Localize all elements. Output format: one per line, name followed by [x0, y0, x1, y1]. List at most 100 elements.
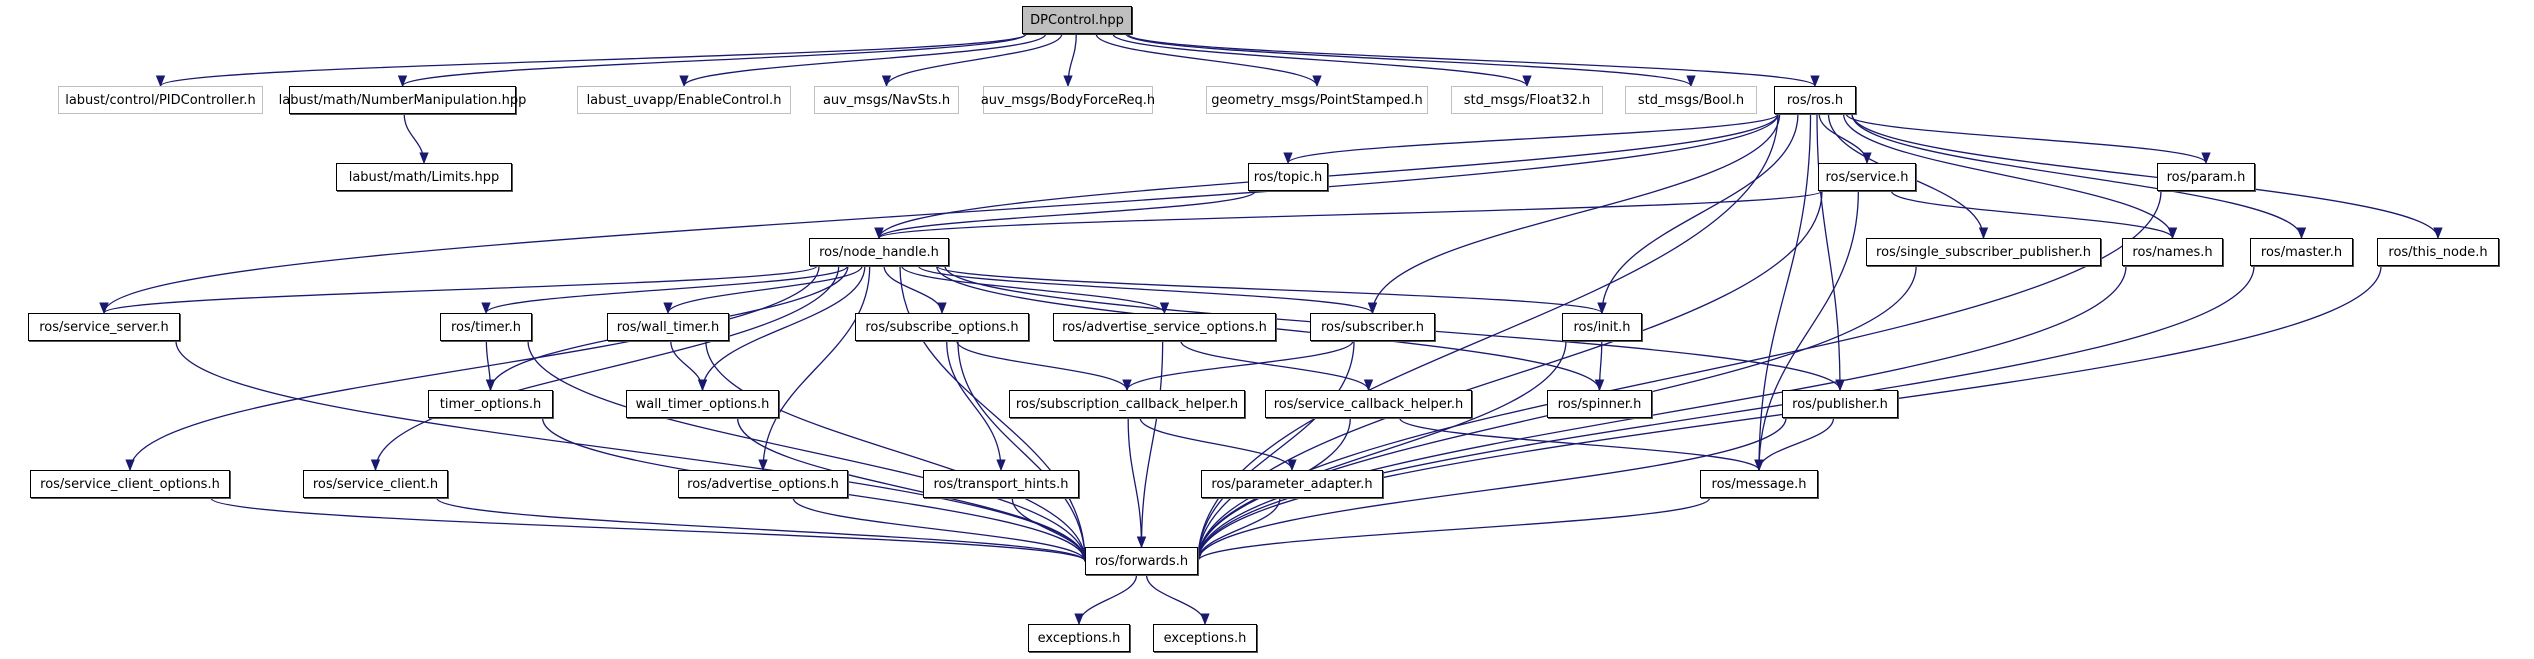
node-label: ros/single_subscriber_publisher.h: [1876, 244, 2091, 260]
node-ros[interactable]: ros/ros.h: [1774, 86, 1856, 114]
edge-nodehandle-to-srvclient: [370, 265, 840, 472]
edge-srvcbhelper-to-message: [1399, 417, 1764, 472]
node-names[interactable]: ros/names.h: [2122, 238, 2223, 266]
node-label: ros/subscription_callback_helper.h: [1015, 396, 1239, 412]
node-subscriber[interactable]: ros/subscriber.h: [1310, 313, 1435, 341]
edge-nodehandle-to-timer: [481, 265, 849, 315]
edge-nodehandle-to-advsrvopts: [901, 265, 1170, 315]
edge-dpcontrol-to-enablecontrol: [679, 33, 1047, 88]
node-label: wall_timer_options.h: [635, 396, 770, 412]
node-label: timer_options.h: [439, 396, 542, 412]
node-bodyforcereq: auv_msgs/BodyForceReq.h: [981, 86, 1155, 114]
node-exceptions1[interactable]: exceptions.h: [1028, 624, 1130, 652]
node-serviceserver[interactable]: ros/service_server.h: [28, 313, 180, 341]
edge-publisher-to-forwards: [1193, 417, 1787, 563]
node-label: ros/master.h: [2260, 244, 2343, 260]
node-srvclientopts[interactable]: ros/service_client_options.h: [30, 470, 230, 498]
node-label: std_msgs/Float32.h: [1463, 92, 1591, 108]
edge-ros-to-thisnode: [1851, 113, 2443, 240]
edge-ros-to-param: [1845, 113, 2211, 165]
node-label: ros/spinner.h: [1557, 396, 1642, 412]
node-topic[interactable]: ros/topic.h: [1248, 163, 1328, 191]
node-label: ros/timer.h: [450, 319, 522, 335]
node-label: ros/parameter_adapter.h: [1211, 476, 1373, 492]
node-advopts[interactable]: ros/advertise_options.h: [678, 470, 848, 498]
edge-subcbhelper-to-forwards: [1127, 417, 1147, 549]
node-label: ros/init.h: [1573, 319, 1631, 335]
edge-advopts-to-forwards: [792, 497, 1090, 563]
edge-timer-to-forwards: [527, 340, 1090, 563]
node-param[interactable]: ros/param.h: [2157, 163, 2255, 191]
node-label: ros/names.h: [2132, 244, 2213, 260]
node-label: ros/forwards.h: [1094, 553, 1189, 569]
node-label: ros/wall_timer.h: [616, 319, 720, 335]
node-nodehandle[interactable]: ros/node_handle.h: [809, 238, 949, 266]
node-advsrvopts[interactable]: ros/advertise_service_options.h: [1053, 313, 1276, 341]
node-timeropts[interactable]: timer_options.h: [428, 390, 553, 418]
node-subcbhelper[interactable]: ros/subscription_callback_helper.h: [1009, 390, 1245, 418]
node-thisnode[interactable]: ros/this_node.h: [2377, 238, 2499, 266]
node-label: auv_msgs/NavSts.h: [822, 92, 951, 108]
node-srvcbhelper[interactable]: ros/service_callback_helper.h: [1265, 390, 1472, 418]
node-master[interactable]: ros/master.h: [2250, 238, 2353, 266]
edge-service-to-forwards: [1193, 190, 1823, 563]
edge-ros-to-message: [1754, 113, 1812, 472]
edge-walltimer-to-forwards: [705, 340, 1090, 563]
edge-subscribeopts-to-subcbhelper: [956, 340, 1132, 392]
node-label: ros/service_client_options.h: [40, 476, 220, 492]
edge-srvclientopts-to-forwards: [210, 497, 1090, 563]
node-label: ros/param.h: [2166, 169, 2246, 185]
edge-ros-to-init: [1597, 113, 1799, 315]
edge-nodehandle-to-serviceserver: [99, 265, 818, 315]
node-label: labust/control/PIDController.h: [65, 92, 256, 108]
node-service[interactable]: ros/service.h: [1818, 163, 1916, 191]
node-walltimer[interactable]: ros/wall_timer.h: [607, 313, 729, 341]
edge-nodehandle-to-init: [936, 265, 1607, 315]
node-pidcontroller: labust/control/PIDController.h: [58, 86, 263, 114]
node-forwards[interactable]: ros/forwards.h: [1085, 547, 1198, 575]
edge-subcbhelper-to-paramadapter: [1139, 417, 1297, 472]
node-label: labust/math/NumberManipulation.hpp: [278, 92, 527, 108]
node-label: ros/service_client.h: [312, 476, 439, 492]
node-publisher[interactable]: ros/publisher.h: [1782, 390, 1898, 418]
edge-walltimer-to-walltimeropts: [670, 340, 708, 392]
edge-nodehandle-to-walltimer: [663, 265, 863, 315]
node-spinner[interactable]: ros/spinner.h: [1547, 390, 1652, 418]
node-paramadapter[interactable]: ros/parameter_adapter.h: [1201, 470, 1383, 498]
edge-dpcontrol-to-bool: [1125, 33, 1696, 88]
edge-dpcontrol-to-float32: [1112, 33, 1532, 88]
node-numbermanip[interactable]: labust/math/NumberManipulation.hpp: [279, 86, 526, 114]
node-label: labust/math/Limits.hpp: [348, 169, 500, 185]
node-dpcontrol[interactable]: DPControl.hpp: [1022, 6, 1132, 34]
edge-nodehandle-to-walltimeropts: [697, 265, 866, 392]
node-label: ros/topic.h: [1253, 169, 1323, 185]
edge-nodehandle-to-subscriber: [917, 265, 1377, 315]
node-label: ros/node_handle.h: [819, 244, 939, 260]
node-timer[interactable]: ros/timer.h: [440, 313, 532, 341]
node-transporthints[interactable]: ros/transport_hints.h: [923, 470, 1079, 498]
node-pointstamped: geometry_msgs/PointStamped.h: [1206, 86, 1428, 114]
node-label: ros/service.h: [1825, 169, 1909, 185]
node-message[interactable]: ros/message.h: [1700, 470, 1818, 498]
edge-subscriber-to-subcbhelper: [1122, 340, 1354, 392]
node-label: ros/transport_hints.h: [933, 476, 1069, 492]
node-exceptions2[interactable]: exceptions.h: [1153, 624, 1257, 652]
node-label: ros/advertise_options.h: [687, 476, 839, 492]
edge-ros-to-subscriber: [1367, 113, 1781, 315]
edge-serviceserver-to-forwards: [175, 340, 1090, 563]
node-float32: std_msgs/Float32.h: [1451, 86, 1603, 114]
node-label: ros/publisher.h: [1792, 396, 1888, 412]
edge-dpcontrol-to-numbermanip: [398, 33, 1027, 88]
node-init[interactable]: ros/init.h: [1562, 313, 1642, 341]
node-label: ros/advertise_service_options.h: [1062, 319, 1267, 335]
node-singlesub[interactable]: ros/single_subscriber_publisher.h: [1866, 238, 2101, 266]
node-limits[interactable]: labust/math/Limits.hpp: [336, 163, 512, 191]
edge-service-to-nodehandle: [874, 190, 1823, 240]
edge-publisher-to-message: [1754, 417, 1835, 472]
node-subscribeopts[interactable]: ros/subscribe_options.h: [855, 313, 1029, 341]
node-srvclient[interactable]: ros/service_client.h: [303, 470, 448, 498]
node-label: exceptions.h: [1037, 630, 1121, 646]
node-label: ros/service_callback_helper.h: [1273, 396, 1464, 412]
edge-topic-to-nodehandle: [874, 190, 1256, 240]
node-walltimeropts[interactable]: wall_timer_options.h: [626, 390, 779, 418]
